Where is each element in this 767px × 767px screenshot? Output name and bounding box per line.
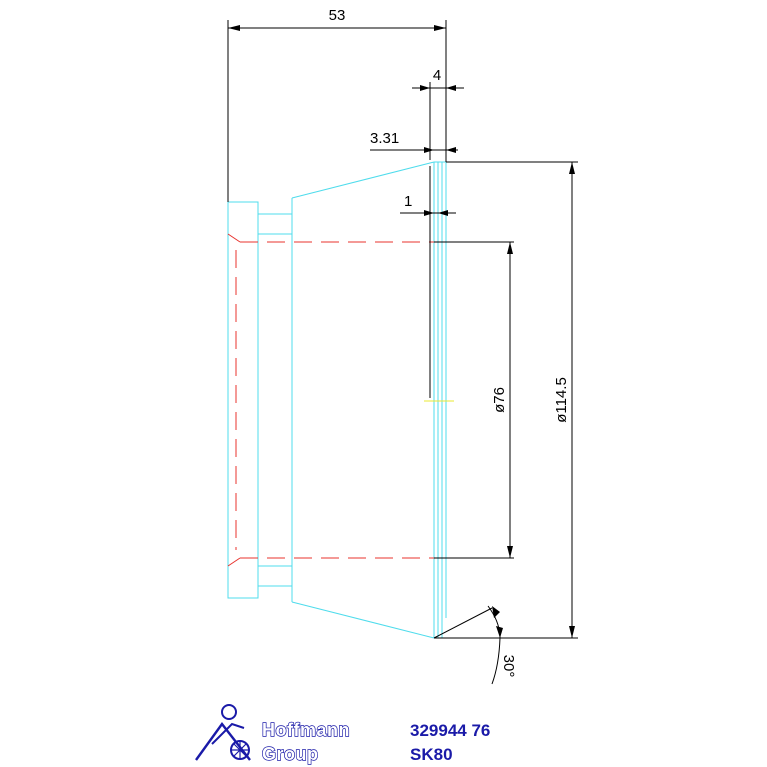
- hidden-bore-lines: [227, 233, 434, 567]
- dim-label-3-31: 3.31: [370, 130, 399, 147]
- dim-label-4: 4: [433, 67, 441, 84]
- dimension-outer-diameter: ø114.5: [434, 161, 578, 639]
- flange-back: [227, 201, 259, 599]
- dim-label-diameter-114-5: ø114.5: [553, 377, 570, 423]
- brand-name-line2: Group: [262, 744, 319, 764]
- title-block: Hoffmann Group 329944 76 SK80: [195, 704, 490, 765]
- dimension-offset: 3.31: [370, 130, 458, 153]
- hoffmann-logo-icon: [195, 704, 251, 761]
- dim-label-diameter-76: ø76: [491, 387, 508, 413]
- dim-label-53: 53: [329, 7, 346, 24]
- brand-name-line1: Hoffmann: [262, 720, 350, 740]
- dim-label-angle-30: 30°: [500, 655, 517, 678]
- dimension-inner-diameter: ø76: [434, 241, 514, 559]
- taper-top-edge: [291, 161, 435, 199]
- taper-bottom-edge: [291, 601, 435, 639]
- dimension-step: 1: [400, 193, 456, 216]
- dimension-overall-length: 53: [227, 7, 447, 202]
- dimension-thickness: 4: [412, 67, 464, 160]
- part-outline: [227, 161, 447, 639]
- part-code: SK80: [410, 745, 453, 764]
- flange-middle: [257, 213, 293, 587]
- dim-label-1: 1: [404, 193, 412, 210]
- part-number: 329944 76: [410, 721, 490, 740]
- dimension-angle: 30°: [433, 605, 517, 685]
